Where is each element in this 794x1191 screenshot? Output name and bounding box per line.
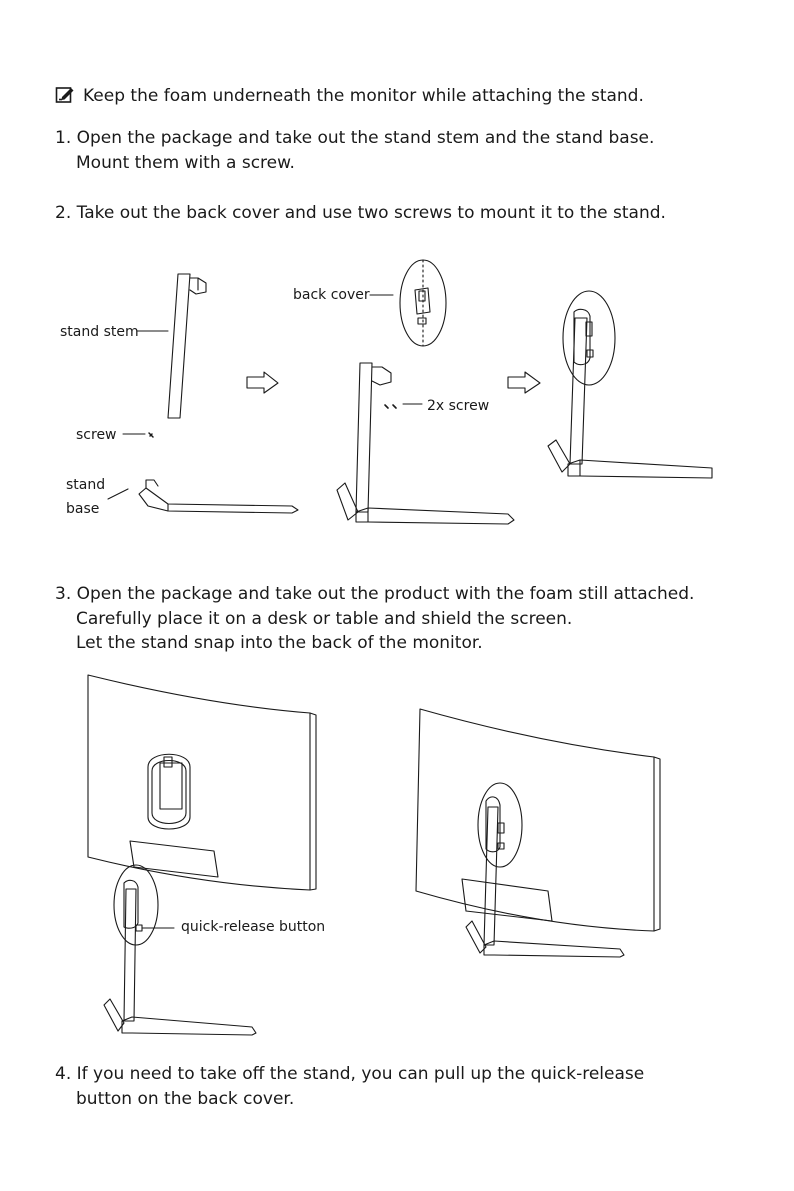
step-4-line-2: button on the back cover. <box>76 1089 295 1109</box>
stand-stem-part <box>168 274 206 418</box>
step-1-line-2: Mount them with a screw. <box>76 153 295 173</box>
label-quick-release-button: quick-release button <box>181 919 326 935</box>
note-pencil-icon <box>55 87 74 103</box>
note-text: Keep the foam underneath the monitor whi… <box>83 86 644 106</box>
stand-assembly-diagram <box>0 250 794 550</box>
step-3-line-1: 3. Open the package and take out the pro… <box>55 584 695 604</box>
label-stand: stand <box>66 477 106 493</box>
label-stand-stem: stand stem <box>60 324 139 340</box>
label-screw: screw <box>76 427 117 443</box>
step-1-line-1: 1. Open the package and take out the sta… <box>55 128 655 148</box>
assembled-stand-part <box>337 363 514 524</box>
back-cover-part <box>400 260 446 346</box>
label-back-cover: back cover <box>293 287 370 303</box>
arrow-right-icon <box>508 372 540 393</box>
monitor-right-part <box>416 709 660 957</box>
stand-with-cover-part <box>548 291 712 478</box>
screw-part <box>149 433 153 437</box>
arrow-right-icon <box>247 372 278 393</box>
stand-base-part <box>139 480 298 513</box>
step-4-line-1: 4. If you need to take off the stand, yo… <box>55 1064 645 1084</box>
label-two-screws: 2x screw <box>427 398 490 414</box>
step-3-line-3: Let the stand snap into the back of the … <box>76 633 483 653</box>
monitor-attachment-diagram <box>0 665 794 1045</box>
step-2-line-1: 2. Take out the back cover and use two s… <box>55 203 666 223</box>
step-3-line-2: Carefully place it on a desk or table an… <box>76 609 573 629</box>
monitor-left-part <box>88 675 316 1035</box>
label-base: base <box>66 501 100 517</box>
